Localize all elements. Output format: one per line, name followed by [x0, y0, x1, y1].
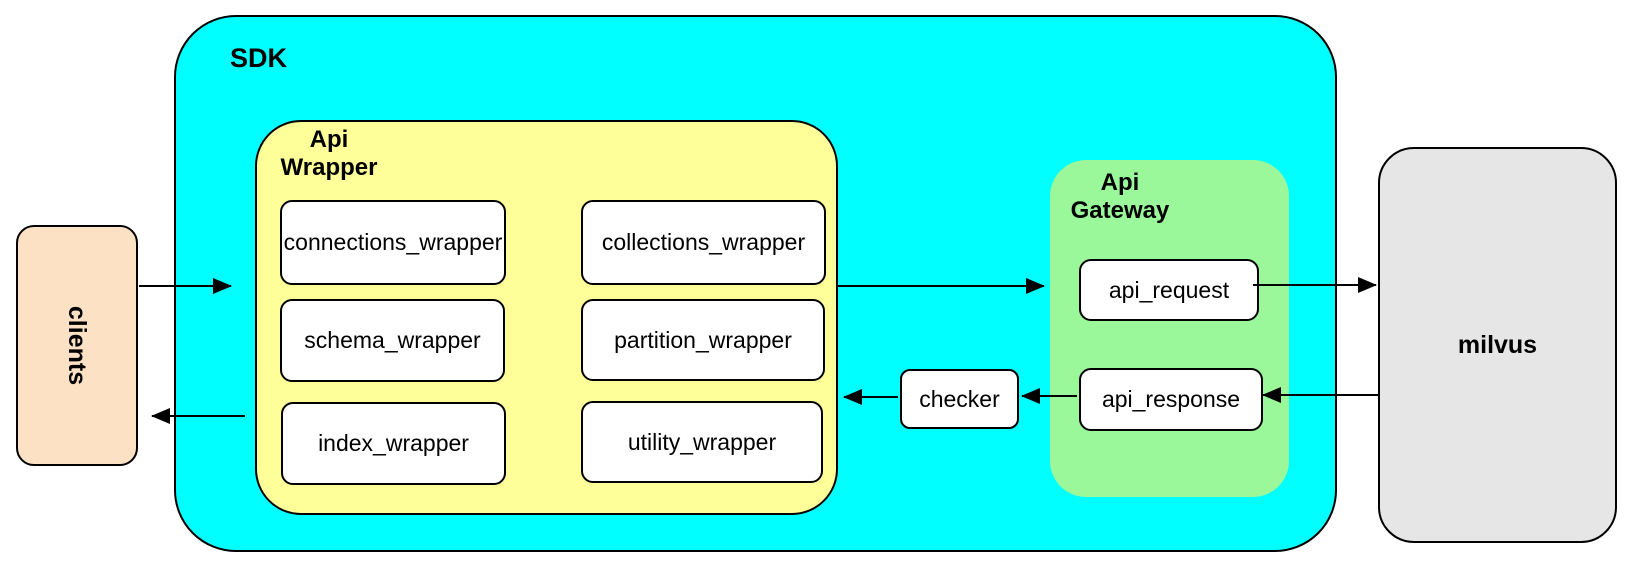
milvus-label: milvus	[1457, 330, 1538, 359]
node-index-wrapper: index_wrapper	[281, 402, 506, 485]
node-api-gateway: Api Gateway api_request api_response	[1050, 160, 1289, 497]
node-clients: clients	[16, 225, 138, 466]
node-api-response: api_response	[1079, 368, 1263, 431]
node-utility-wrapper: utility_wrapper	[581, 401, 823, 483]
api-wrapper-label: Api Wrapper	[280, 126, 378, 181]
node-collections-wrapper: collections_wrapper	[581, 200, 826, 285]
node-milvus: milvus	[1378, 147, 1617, 543]
api-gateway-label: Api Gateway	[1070, 169, 1170, 224]
node-sdk: SDK Api Wrapper connections_wrapper coll…	[174, 15, 1337, 552]
sdk-label: SDK	[230, 43, 288, 73]
node-schema-wrapper: schema_wrapper	[280, 299, 505, 382]
node-checker: checker	[900, 369, 1019, 429]
node-connections-wrapper: connections_wrapper	[280, 200, 506, 285]
node-partition-wrapper: partition_wrapper	[581, 299, 825, 381]
node-api-request: api_request	[1079, 259, 1259, 321]
clients-label: clients	[63, 305, 92, 386]
node-api-wrapper: Api Wrapper connections_wrapper collecti…	[255, 120, 838, 515]
